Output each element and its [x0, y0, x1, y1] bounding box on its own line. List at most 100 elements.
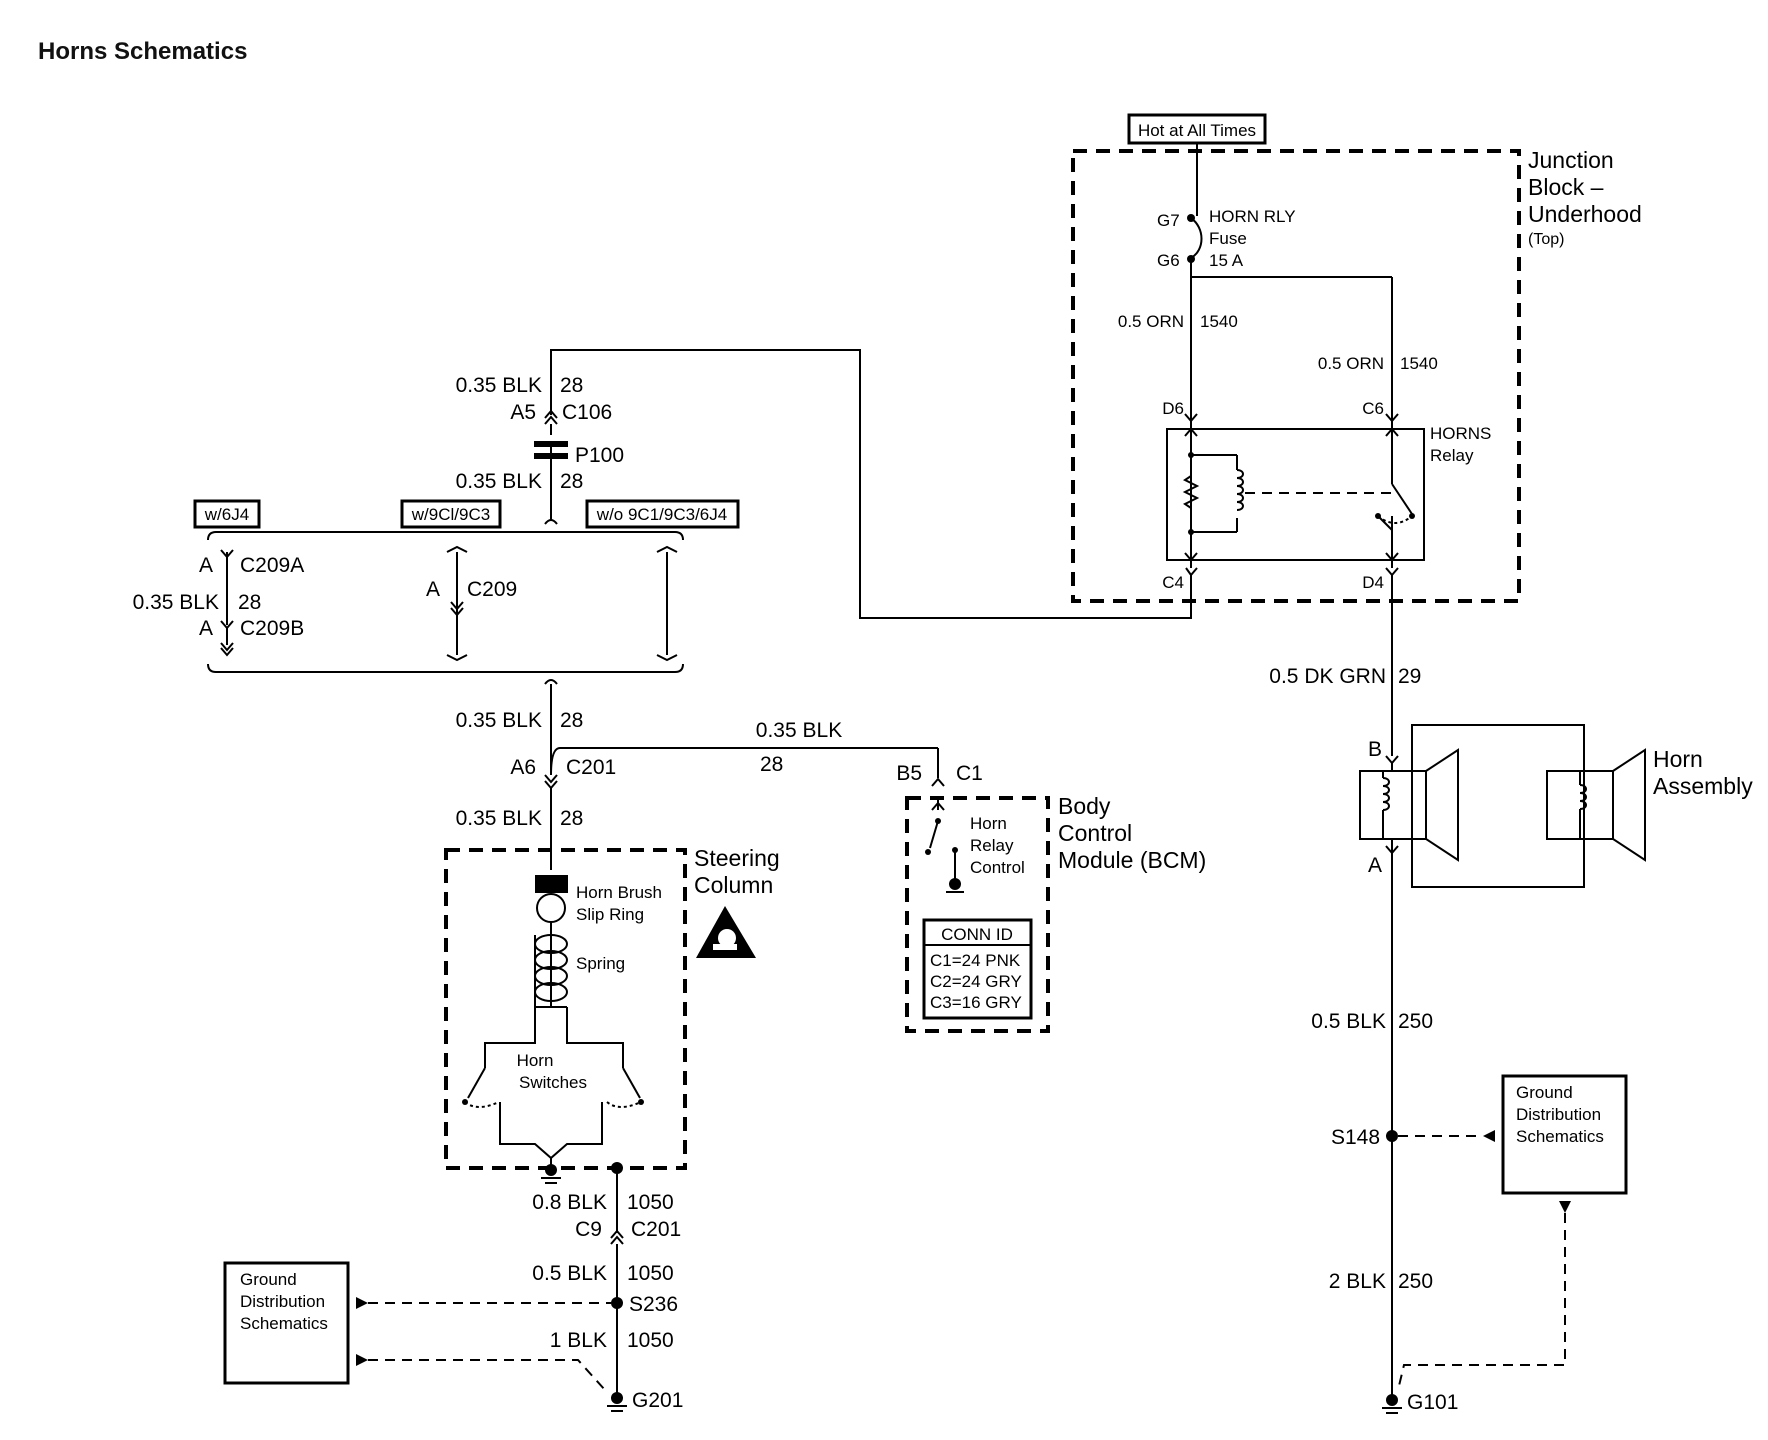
horn-brush-label-2: Slip Ring	[576, 905, 644, 924]
ground-distribution-right-box	[1501, 1074, 1628, 1195]
c209-connector: C209	[467, 578, 517, 601]
c201-upper-circuit: 28	[560, 709, 583, 732]
fuse-pin-g7-label: G7	[1157, 211, 1180, 230]
c106-connector: C106	[562, 401, 612, 424]
p100-gauge: 0.35 BLK	[456, 470, 542, 493]
junction-block-title-3: Underhood	[1528, 201, 1642, 227]
c209a-circuit: 28	[238, 591, 261, 614]
c201-lower-gauge: 0.35 BLK	[456, 807, 542, 830]
steering-column-title-2: Column	[694, 872, 773, 898]
relay-pin-c4: C4	[1162, 573, 1184, 592]
relay-pin-c6: C6	[1362, 399, 1384, 418]
horn-assembly-title-1: Horn	[1653, 746, 1703, 772]
bcm-title-1: Body	[1058, 793, 1111, 819]
c106-pin: A5	[510, 401, 536, 424]
junction-block-underhood: Hot at All Times Junction Block – Underh…	[1071, 113, 1642, 603]
gnd-c9-pin: C9	[575, 1218, 602, 1241]
gnd-wire1-circuit: 1050	[627, 1191, 674, 1214]
fuse-symbol	[1190, 217, 1203, 259]
relay-switch-arm	[1391, 483, 1413, 515]
p100-label: P100	[575, 444, 624, 467]
g101-ground-icon	[1386, 1394, 1398, 1406]
junction-block-title-1: Junction	[1528, 147, 1614, 173]
horn-switches-label-1: Horn	[517, 1051, 554, 1070]
gds-right-3: Schematics	[1516, 1127, 1604, 1146]
conn-id-c3: C3=16 GRY	[930, 993, 1022, 1012]
fuse-pin-g6-label: G6	[1157, 251, 1180, 270]
conn-id-c2: C2=24 GRY	[930, 972, 1022, 991]
conn-id-c1: C1=24 PNK	[930, 951, 1021, 970]
c106-gauge: 0.35 BLK	[456, 374, 542, 397]
column-feed-circuit: 0.35 BLK 28 A5 C106 P100 0.35 BLK 28 w/6…	[133, 349, 1192, 870]
gnd-wire3-gauge: 1 BLK	[550, 1329, 607, 1352]
junction-block-title-2: Block –	[1528, 174, 1604, 200]
c201-upper-gauge: 0.35 BLK	[456, 709, 542, 732]
p100-connector-icon	[534, 441, 568, 447]
bcm-relay-control-1: Horn	[970, 814, 1007, 833]
bcm-wire-gauge: 0.35 BLK	[756, 719, 842, 742]
s236-splice-icon	[611, 1297, 623, 1309]
s236-label: S236	[629, 1293, 678, 1316]
left-ground-circuit: 0.8 BLK 1050 C9 C201 0.5 BLK 1050 S236 1…	[223, 1162, 683, 1412]
c106-circuit: 28	[560, 374, 583, 397]
gnd-wire2-circuit: 1050	[627, 1262, 674, 1285]
relay-pin-d6: D6	[1162, 399, 1184, 418]
steering-column: Steering Column Horn Brush Slip Ring Spr…	[444, 845, 780, 1184]
horn-out-gauge: 0.5 BLK	[1311, 1010, 1386, 1033]
gds-left-1: Ground	[240, 1270, 297, 1289]
gds-left-2: Distribution	[240, 1292, 325, 1311]
relay-coil-icon	[1236, 469, 1244, 511]
horn-in-gauge: 0.5 DK GRN	[1269, 665, 1386, 688]
slip-ring-icon	[536, 893, 566, 923]
option-wo-9c1-9c3-6j4: w/o 9C1/9C3/6J4	[596, 505, 727, 524]
body-control-module: Body Control Module (BCM) Horn Relay Con…	[905, 793, 1206, 1033]
g101-label: G101	[1407, 1391, 1458, 1414]
bcm-pin: B5	[896, 762, 922, 785]
junction-block-note: (Top)	[1528, 231, 1564, 248]
gnd-wire1-gauge: 0.8 BLK	[532, 1191, 607, 1214]
s148-label: S148	[1331, 1126, 1380, 1149]
option-w-9cl-9c3-box	[400, 499, 502, 529]
c209a-pin: A	[199, 554, 213, 577]
conn-id-table	[922, 918, 1033, 1020]
horn-out-circuit: 250	[1398, 1010, 1433, 1033]
c201-lower-circuit: 28	[560, 807, 583, 830]
hot-at-all-times-box	[1127, 113, 1267, 145]
spring-label: Spring	[576, 954, 625, 973]
option-wo-box	[585, 499, 740, 529]
horns-relay-box	[1166, 428, 1425, 561]
c209b-pin: A	[199, 617, 213, 640]
horn-brush-icon	[535, 875, 568, 893]
horn-switches-label-2: Switches	[519, 1073, 587, 1092]
c209b-connector: C209B	[240, 617, 304, 640]
fuse-name-2: Fuse	[1209, 229, 1247, 248]
option-w-6j4-box	[193, 499, 261, 529]
horn-assembly-outline	[1411, 724, 1585, 888]
relay-resistor-icon	[1182, 475, 1200, 509]
conn-id-title: CONN ID	[941, 925, 1013, 944]
bcm-title-3: Module (BCM)	[1058, 847, 1206, 873]
horn-in-circuit: 29	[1398, 665, 1421, 688]
horn-gnd-circuit: 250	[1398, 1270, 1433, 1293]
horn-brush-label-1: Horn Brush	[576, 883, 662, 902]
gnd-wire2-gauge: 0.5 BLK	[532, 1262, 607, 1285]
hot-at-all-times-label: Hot at All Times	[1138, 121, 1256, 140]
c201-pin: A6	[510, 756, 536, 779]
wire-d6-circuit: 1540	[1200, 312, 1238, 331]
bcm-title-2: Control	[1058, 820, 1132, 846]
horn-assembly-title-2: Assembly	[1653, 773, 1753, 799]
wire-d6-gauge: 0.5 ORN	[1118, 312, 1184, 331]
c201-connector: C201	[566, 756, 616, 779]
horns-relay-name-1: HORNS	[1430, 424, 1491, 443]
p100-circuit: 28	[560, 470, 583, 493]
g201-label: G201	[632, 1389, 683, 1412]
gnd-wire3-circuit: 1050	[627, 1329, 674, 1352]
horn-1-icon	[1359, 770, 1427, 840]
bcm-wire-circuit: 28	[760, 753, 783, 776]
c209a-connector: C209A	[240, 554, 304, 577]
steering-column-title-1: Steering	[694, 845, 780, 871]
horns-relay-name-2: Relay	[1430, 446, 1474, 465]
c209-pin: A	[426, 578, 440, 601]
bcm-relay-control-3: Control	[970, 858, 1025, 877]
